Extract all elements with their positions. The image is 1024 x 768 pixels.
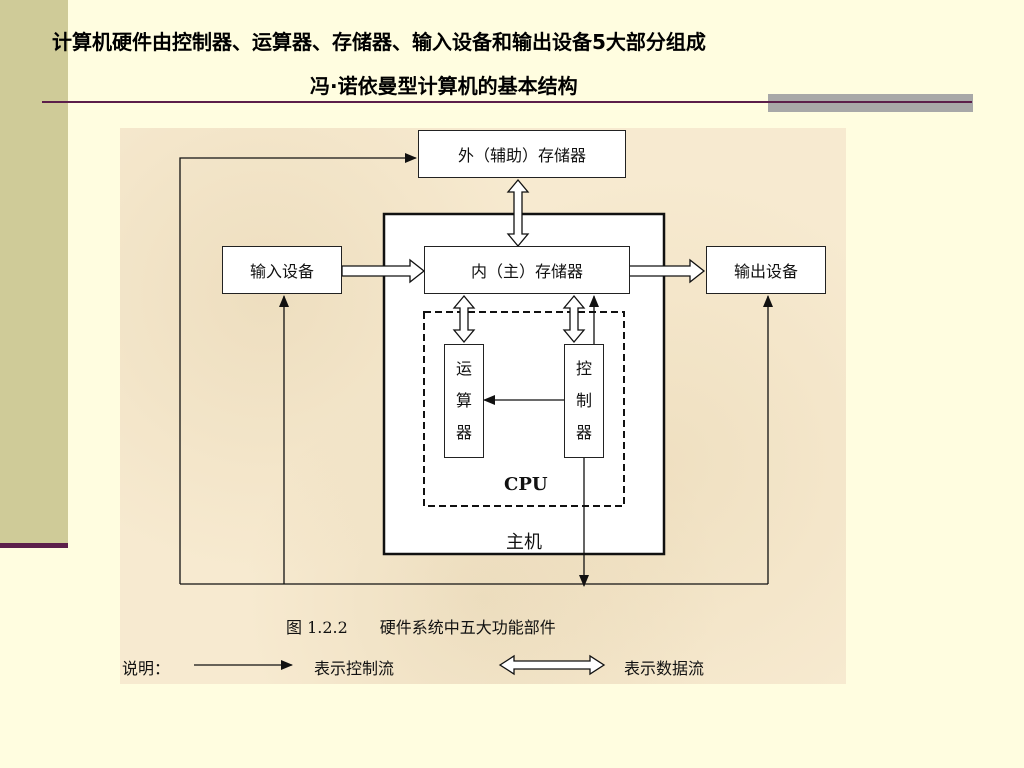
- controller-char: 器: [575, 423, 592, 442]
- cpu-label: CPU: [504, 474, 548, 495]
- output-device-box: 输出设备: [706, 246, 826, 294]
- host-label: 主机: [506, 532, 542, 553]
- figure-caption: 图 1.2.2 硬件系统中五大功能部件: [286, 618, 556, 637]
- alu-char: 器: [455, 423, 472, 442]
- alu-char: 运: [455, 359, 472, 378]
- title-rule: [42, 101, 972, 103]
- data-arrow-memory-controller: [562, 294, 586, 344]
- slide-title: 计算机硬件由控制器、运算器、存储器、输入设备和输出设备5大部分组成: [52, 30, 706, 54]
- legend-data-label: 表示数据流: [624, 659, 705, 678]
- controller-char: 控: [575, 359, 592, 378]
- data-arrow-memory-alu: [452, 294, 476, 344]
- slide-subtitle: 冯·诺依曼型计算机的基本结构: [310, 74, 578, 98]
- left-decor-foot: [0, 543, 68, 548]
- legend-data-arrow: [498, 654, 606, 676]
- data-arrow-memory-output: [627, 258, 706, 284]
- title-rule-block: [768, 94, 973, 112]
- alu-char: 算: [455, 391, 472, 410]
- controller-char: 制: [575, 391, 592, 410]
- cpu-frame: [423, 311, 625, 507]
- main-memory-box: 内（主）存储器: [424, 246, 630, 294]
- control-line-to-external: [179, 153, 417, 584]
- legend-control-label: 表示控制流: [314, 659, 395, 678]
- von-neumann-diagram: 外（辅助）存储器 内（主）存储器 输入设备 输出设备 运 算 器 控 制 器 C…: [120, 128, 846, 684]
- alu-box: 运 算 器: [444, 344, 484, 458]
- left-decor-band: [0, 0, 68, 548]
- legend-title: 说明：: [122, 659, 171, 678]
- controller-box: 控 制 器: [564, 344, 604, 458]
- data-arrow-input-memory: [341, 258, 426, 284]
- input-device-box: 输入设备: [222, 246, 342, 294]
- external-storage-box: 外（辅助）存储器: [418, 130, 626, 178]
